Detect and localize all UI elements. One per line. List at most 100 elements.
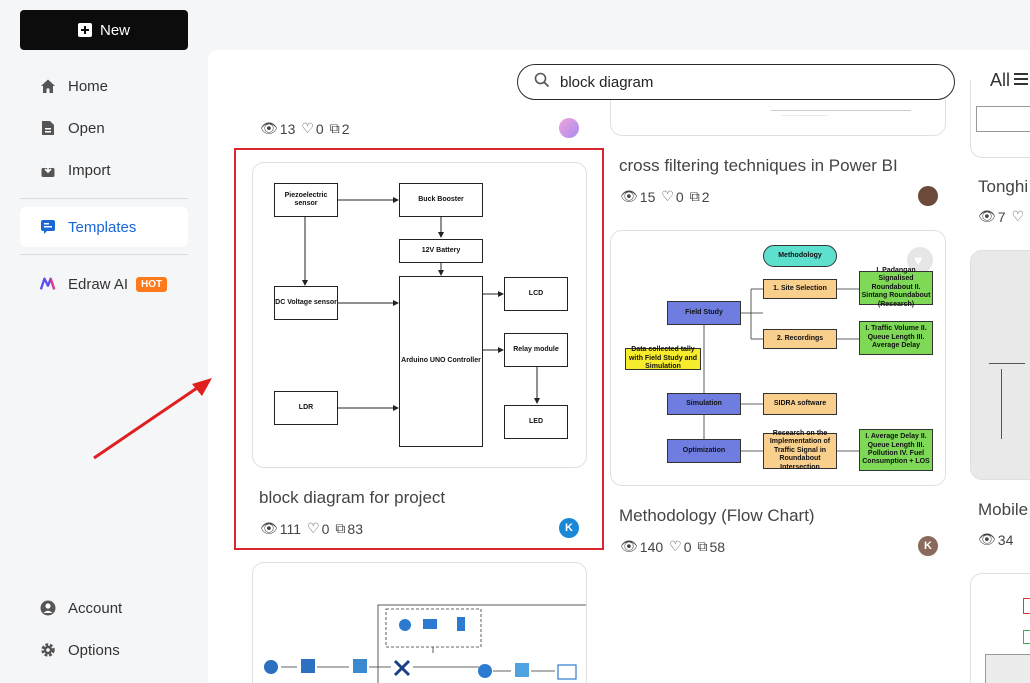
sidebar-item-label: Import xyxy=(68,161,111,179)
document-icon xyxy=(40,120,56,136)
flowchart-node: Data collected tally with Field Study an… xyxy=(625,346,701,370)
flowchart-connectors xyxy=(703,288,859,452)
views-count: 140 xyxy=(639,538,664,555)
template-title[interactable]: block diagram for project xyxy=(259,488,446,507)
flowchart-node: 2. Recordings xyxy=(763,329,837,349)
menu-icon xyxy=(1014,70,1029,91)
sidebar-divider xyxy=(20,198,188,199)
sidebar-item-account[interactable]: Account xyxy=(20,588,188,628)
diagram-block: LED xyxy=(504,405,568,439)
views-count: 34 xyxy=(997,531,1014,548)
edraw-ai-icon xyxy=(40,276,56,292)
likes-count: 0 xyxy=(683,538,692,555)
heart-icon: ♥ xyxy=(914,252,923,268)
card-stats: 👁15 ♡0 ⧉2 xyxy=(620,188,714,205)
flowchart-node: SIDRA software xyxy=(763,393,837,415)
eye-icon: 👁 xyxy=(978,208,996,224)
heart-icon: ♡ xyxy=(307,520,320,536)
views-stat: 👁15 xyxy=(620,188,655,205)
avatar[interactable]: K xyxy=(918,536,938,556)
views-stat: 👁111 xyxy=(260,520,301,537)
template-title[interactable]: Mobile xyxy=(978,500,1029,519)
plus-icon xyxy=(77,23,92,37)
sidebar-item-label: Account xyxy=(68,599,123,617)
flowchart-node: Field Study xyxy=(667,301,741,325)
views-count: 15 xyxy=(639,188,656,205)
views-stat: 👁7 xyxy=(978,208,1006,225)
avatar[interactable] xyxy=(918,186,938,206)
copy-icon: ⧉ xyxy=(697,538,708,554)
heart-icon: ♡ xyxy=(301,120,314,136)
template-thumbnail[interactable] xyxy=(970,250,1030,480)
flowchart-node: Methodology xyxy=(763,245,837,267)
diagram-block: 12V Battery xyxy=(399,239,483,263)
eye-icon: 👁 xyxy=(978,531,996,547)
heart-icon: ♡ xyxy=(661,188,674,204)
sidebar-item-label: Templates xyxy=(68,218,137,236)
sidebar-item-open[interactable]: Open xyxy=(20,108,188,148)
sidebar-item-label: Edraw AI xyxy=(68,275,129,293)
copies-stat: ⧉2 xyxy=(690,188,710,205)
hot-badge: HOT xyxy=(136,276,168,292)
new-button[interactable]: New xyxy=(20,10,188,50)
sidebar-item-home[interactable]: Home xyxy=(20,66,188,106)
views-stat: 👁140 xyxy=(620,538,663,555)
template-thumbnail[interactable] xyxy=(252,562,587,683)
copies-stat: ⧉58 xyxy=(698,538,726,555)
card-stats: 👁7 ♡ xyxy=(978,208,1028,225)
template-thumbnail[interactable]: Piezoelectric sensor Buck Booster 12V Ba… xyxy=(252,162,587,468)
template-thumbnail[interactable] xyxy=(970,80,1030,158)
annotation-arrow xyxy=(93,378,212,460)
template-title[interactable]: Tonghi xyxy=(978,177,1029,196)
views-stat: 👁34 xyxy=(978,531,1013,548)
diagram-block: Piezoelectric sensor xyxy=(274,183,338,217)
views-stat: 👁13 xyxy=(260,120,295,137)
flowchart-node: 1. Site Selection xyxy=(763,279,837,299)
home-icon xyxy=(40,78,56,94)
template-title[interactable]: cross filtering techniques in Power BI xyxy=(619,156,898,175)
likes-count: 0 xyxy=(321,520,330,537)
card-stats: 👁13 ♡0 ⧉2 xyxy=(260,120,354,137)
copy-icon: ⧉ xyxy=(329,120,340,136)
templates-icon xyxy=(40,219,56,235)
search-icon xyxy=(534,72,550,93)
template-thumbnail[interactable] xyxy=(970,573,1030,683)
copies-count: 83 xyxy=(347,520,363,537)
search-bar[interactable] xyxy=(517,64,955,100)
likes-stat: ♡0 xyxy=(661,188,683,205)
sidebar: New Home Open Import Templates Edraw AI … xyxy=(0,0,208,683)
copies-count: 58 xyxy=(709,538,726,555)
heart-icon: ♡ xyxy=(1011,208,1025,224)
copies-count: 2 xyxy=(701,188,710,205)
search-input[interactable] xyxy=(560,73,920,91)
copies-stat: ⧉83 xyxy=(335,520,363,537)
likes-stat: ♡0 xyxy=(669,538,691,555)
azure-diagram-preview xyxy=(264,604,586,683)
flowchart-node: I. Average Delay II. Queue Length III. P… xyxy=(859,429,933,471)
sidebar-item-label: Home xyxy=(68,77,109,95)
sidebar-item-edraw-ai[interactable]: Edraw AI HOT xyxy=(20,264,188,304)
likes-stat: ♡0 xyxy=(307,520,329,537)
favorite-button[interactable]: ♥ xyxy=(907,247,933,273)
diagram-block: DC Voltage sensor xyxy=(274,286,338,320)
flowchart-node: Simulation xyxy=(667,393,741,415)
copies-stat: ⧉2 xyxy=(330,120,350,137)
likes-count: 0 xyxy=(675,188,684,205)
sidebar-divider xyxy=(20,254,188,255)
diagram-block: Buck Booster xyxy=(399,183,483,217)
filter-dropdown[interactable]: All xyxy=(990,70,1029,91)
block-diagram-connectors xyxy=(302,197,540,411)
template-thumbnail[interactable]: ♥ Methodology Field Study 1. Site Select… xyxy=(610,230,946,486)
template-title[interactable]: Methodology (Flow Chart) xyxy=(619,506,815,525)
eye-icon: 👁 xyxy=(260,120,278,136)
gear-icon xyxy=(40,642,56,658)
sidebar-item-templates[interactable]: Templates xyxy=(20,207,188,247)
sidebar-item-import[interactable]: Import xyxy=(20,150,188,190)
card-stats: 👁111 ♡0 ⧉83 xyxy=(260,520,367,537)
views-count: 7 xyxy=(997,208,1006,225)
avatar[interactable] xyxy=(559,118,579,138)
likes-count: 0 xyxy=(315,120,324,137)
sidebar-item-options[interactable]: Options xyxy=(20,630,188,670)
card-stats: 👁34 xyxy=(978,531,1017,548)
avatar[interactable]: K xyxy=(559,518,579,538)
